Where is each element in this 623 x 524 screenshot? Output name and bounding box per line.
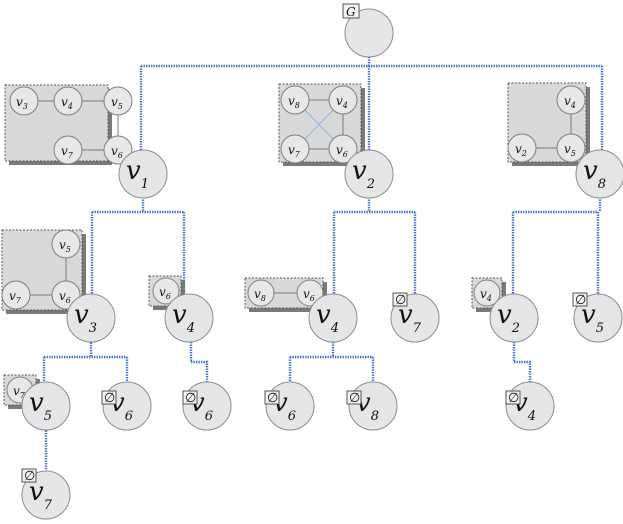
empty-set-box	[346, 390, 362, 405]
svg-text:v4: v4	[61, 95, 73, 111]
subgraph-g3: v5 v7 v6	[1, 229, 86, 314]
edge-root-bus	[139, 57, 604, 150]
edge-v4a-child	[189, 342, 209, 384]
tree-node-n5a: v5∅	[572, 292, 623, 343]
svg-text:v2: v2	[515, 142, 527, 158]
empty-set-box	[182, 390, 198, 405]
empty-set-symbol: ∅	[508, 391, 519, 406]
empty-set-box	[392, 292, 408, 307]
subgraph-g4a: v6	[148, 275, 185, 310]
root-node: G	[342, 3, 394, 58]
svg-text:v6: v6	[336, 143, 348, 159]
svg-text:v5: v5	[111, 95, 123, 111]
svg-text:v4: v4	[564, 94, 576, 110]
empty-set-symbol: ∅	[185, 391, 196, 406]
edge-v2b-child	[512, 342, 532, 384]
edge-v2-bus	[332, 197, 417, 294]
empty-set-symbol: ∅	[349, 391, 360, 406]
svg-text:v5: v5	[564, 142, 576, 158]
tree-node-circle	[21, 470, 71, 520]
tree-node-n4c: v4∅	[505, 381, 555, 431]
empty-set-symbol: ∅	[104, 391, 115, 406]
svg-text:v6: v6	[303, 287, 315, 303]
svg-text:v8: v8	[254, 287, 266, 303]
tree-node-circle	[344, 149, 394, 199]
subgraph-g1: v3 v4 v5 v7 v6	[4, 84, 133, 165]
tree-node-n8b: v8∅	[346, 381, 398, 431]
edge-v3-bus	[42, 340, 129, 382]
tree-edges	[42, 57, 604, 472]
edge-v4b-bus	[288, 342, 375, 384]
tree-node-n4b: v4	[308, 293, 358, 343]
tree-node-n7a: v7∅	[390, 292, 440, 343]
svg-text:v3: v3	[16, 95, 28, 111]
empty-set-box	[572, 292, 588, 307]
empty-set-symbol: ∅	[395, 293, 406, 308]
tree-node-circle	[308, 293, 358, 343]
tree-node-circle	[575, 149, 623, 199]
empty-set-symbol: ∅	[267, 391, 278, 406]
empty-set-box	[264, 390, 280, 405]
tree-node-n6b: v6∅	[182, 381, 232, 431]
empty-set-box	[21, 468, 37, 483]
tree-node-circle	[21, 381, 71, 431]
root-label: G	[346, 5, 356, 19]
tree-node-n6a: v6∅	[101, 381, 152, 431]
tree-node-circle	[118, 149, 168, 199]
svg-text:v4: v4	[336, 94, 348, 110]
empty-set-symbol: ∅	[575, 293, 586, 308]
tree-node-n5b: v5	[21, 381, 71, 431]
tree-node-circle	[164, 293, 214, 343]
tree-node-n7b: v7∅	[21, 468, 71, 520]
subgraph-g8: v4 v2 v5	[507, 82, 590, 166]
tree-node-n2b: v2	[489, 293, 539, 343]
tree-node-n6c: v6∅	[264, 381, 315, 431]
subgraph-g2b: v4	[471, 277, 506, 312]
empty-set-box	[505, 390, 521, 405]
tree-node-n2: v2	[344, 149, 394, 199]
tree-node-circle	[66, 293, 116, 343]
svg-text:v5: v5	[59, 238, 71, 254]
tree-node-circle	[489, 293, 539, 343]
tree-node-n3: v3	[66, 293, 116, 343]
edge-v1-bus	[90, 197, 186, 294]
svg-text:v8: v8	[288, 94, 300, 110]
empty-set-box	[101, 390, 117, 405]
subgraph-g2: v8 v4 v7 v6	[278, 83, 365, 166]
empty-set-symbol: ∅	[24, 469, 35, 484]
edge-v8-bus	[511, 197, 602, 294]
svg-text:v6: v6	[59, 289, 71, 305]
tree-node-n1: v1	[118, 149, 168, 199]
tree-node-n8: v8	[575, 149, 623, 199]
svg-text:v6: v6	[159, 285, 171, 301]
tree-node-n4a: v4	[164, 293, 214, 343]
svg-text:v6: v6	[111, 144, 123, 160]
svg-text:v4: v4	[480, 287, 492, 303]
